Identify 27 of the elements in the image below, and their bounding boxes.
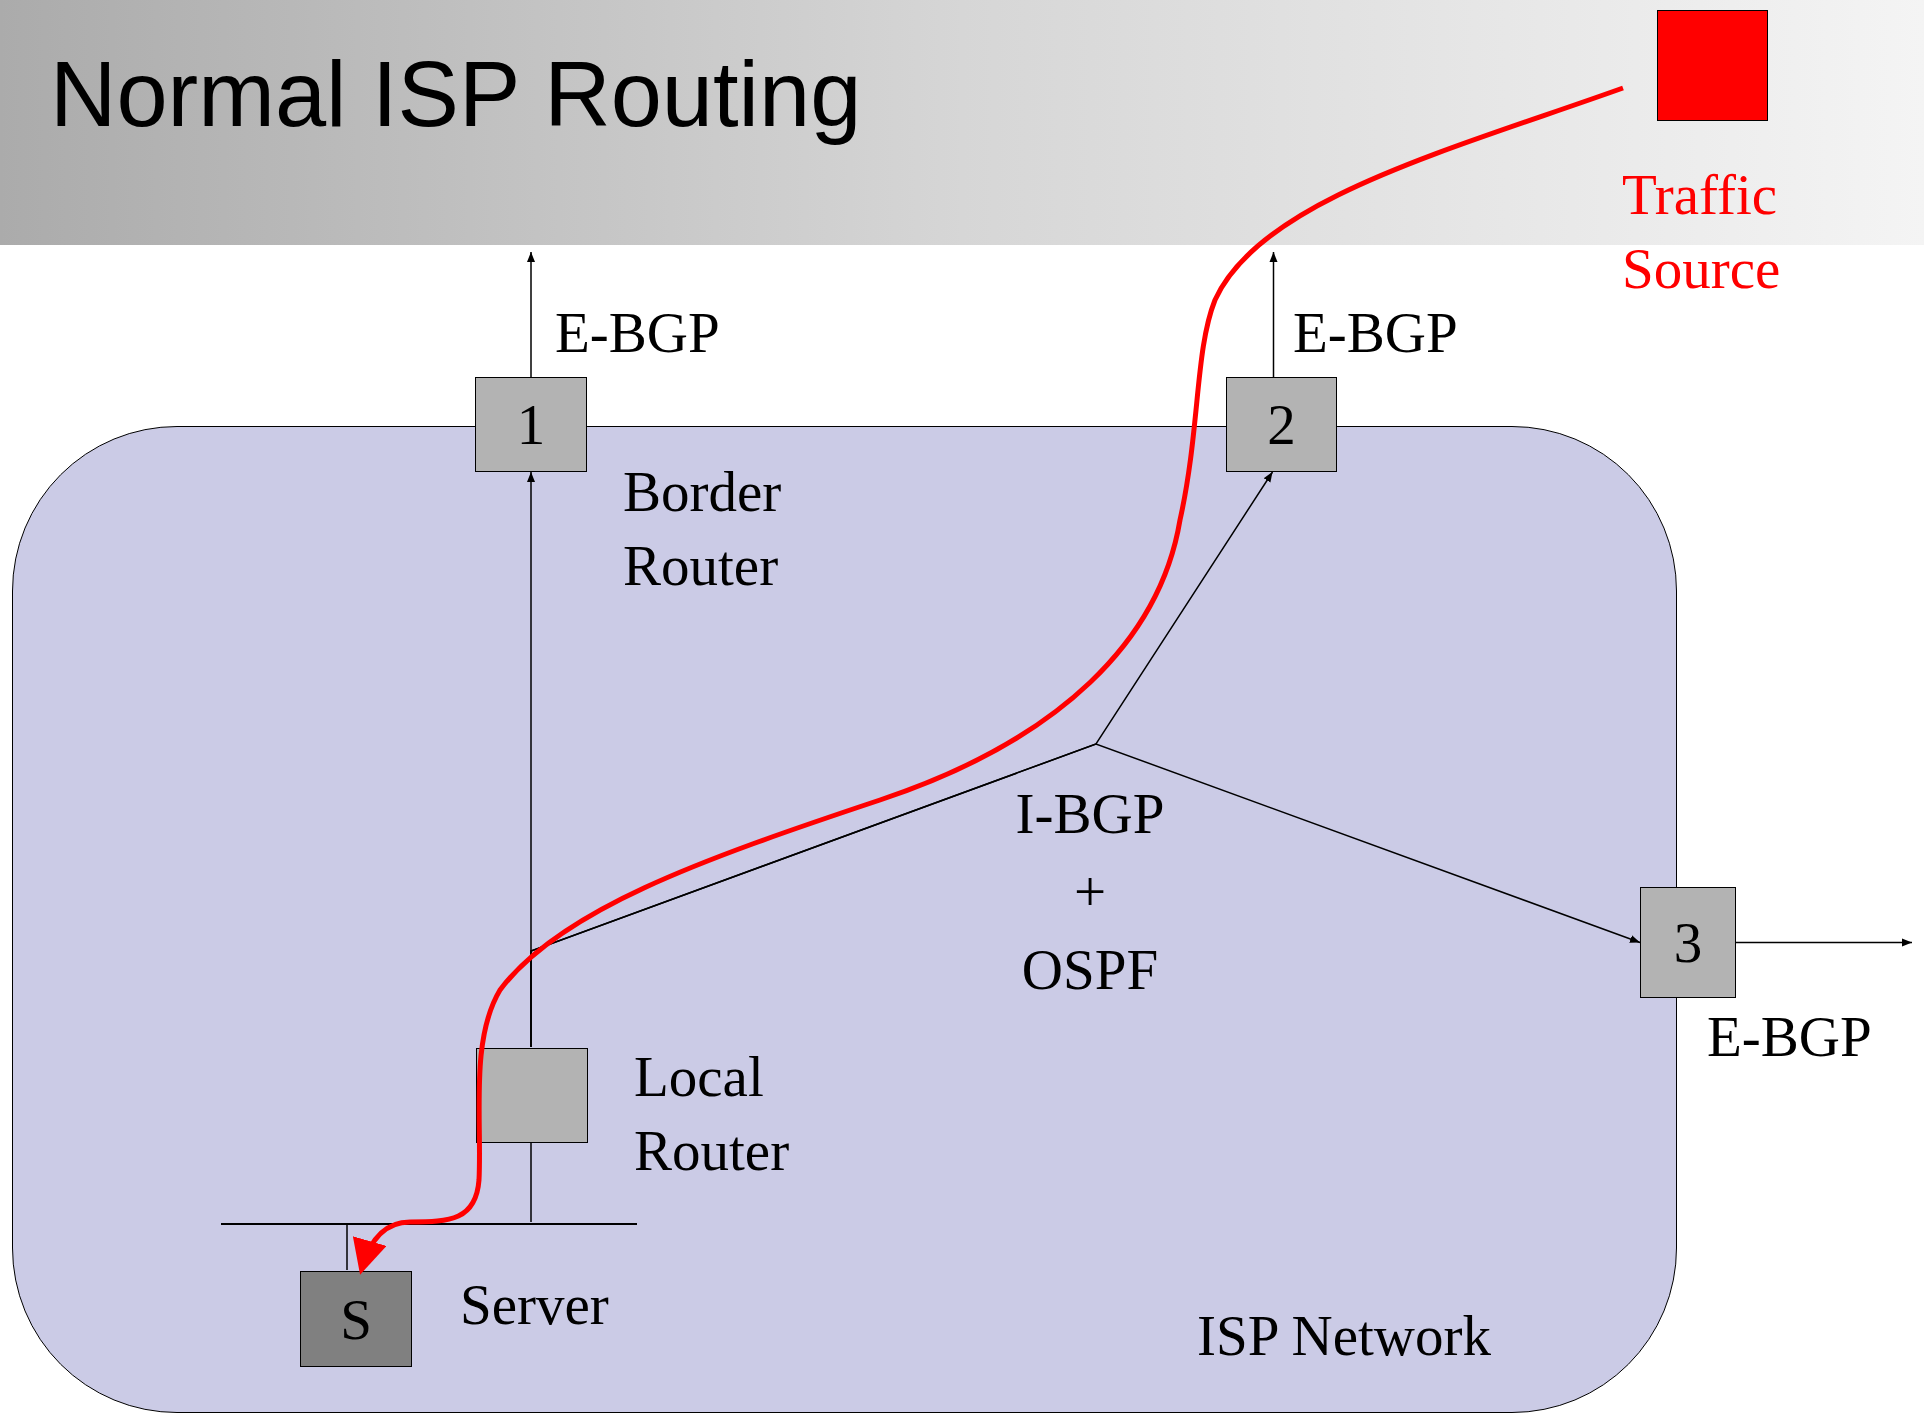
router-box [476, 1048, 588, 1143]
router-label: 2 [1267, 392, 1296, 457]
protocol-label: I-BGP + OSPF [1014, 781, 1166, 1003]
source-box [1657, 10, 1768, 121]
node-caption: Server [460, 1272, 610, 1338]
server-box [300, 1271, 412, 1367]
title: Normal ISP Routing [50, 42, 862, 147]
router-box [1640, 887, 1736, 998]
arrow [1735, 938, 1913, 947]
link-line [346, 1223, 348, 1271]
edge-label: E-BGP [555, 300, 720, 366]
edge-label: E-BGP [1707, 1004, 1872, 1070]
node-caption: Local Router [634, 1044, 791, 1185]
router-label: 3 [1673, 910, 1703, 975]
node-caption: Traffic Source [1622, 162, 1782, 303]
router-label: 1 [516, 392, 546, 457]
traffic-path-arrow [353, 85, 1624, 1275]
arrow [527, 251, 535, 378]
router-box [475, 377, 587, 472]
arrow [530, 743, 1641, 1048]
node-caption: Border Router [623, 459, 783, 600]
router-box [1226, 377, 1337, 472]
edge-label: E-BGP [1293, 300, 1458, 366]
link-line [530, 1141, 532, 1223]
router-label: S [340, 1286, 372, 1352]
network-label: ISP Network [1197, 1303, 1491, 1368]
arrow [1269, 251, 1278, 378]
